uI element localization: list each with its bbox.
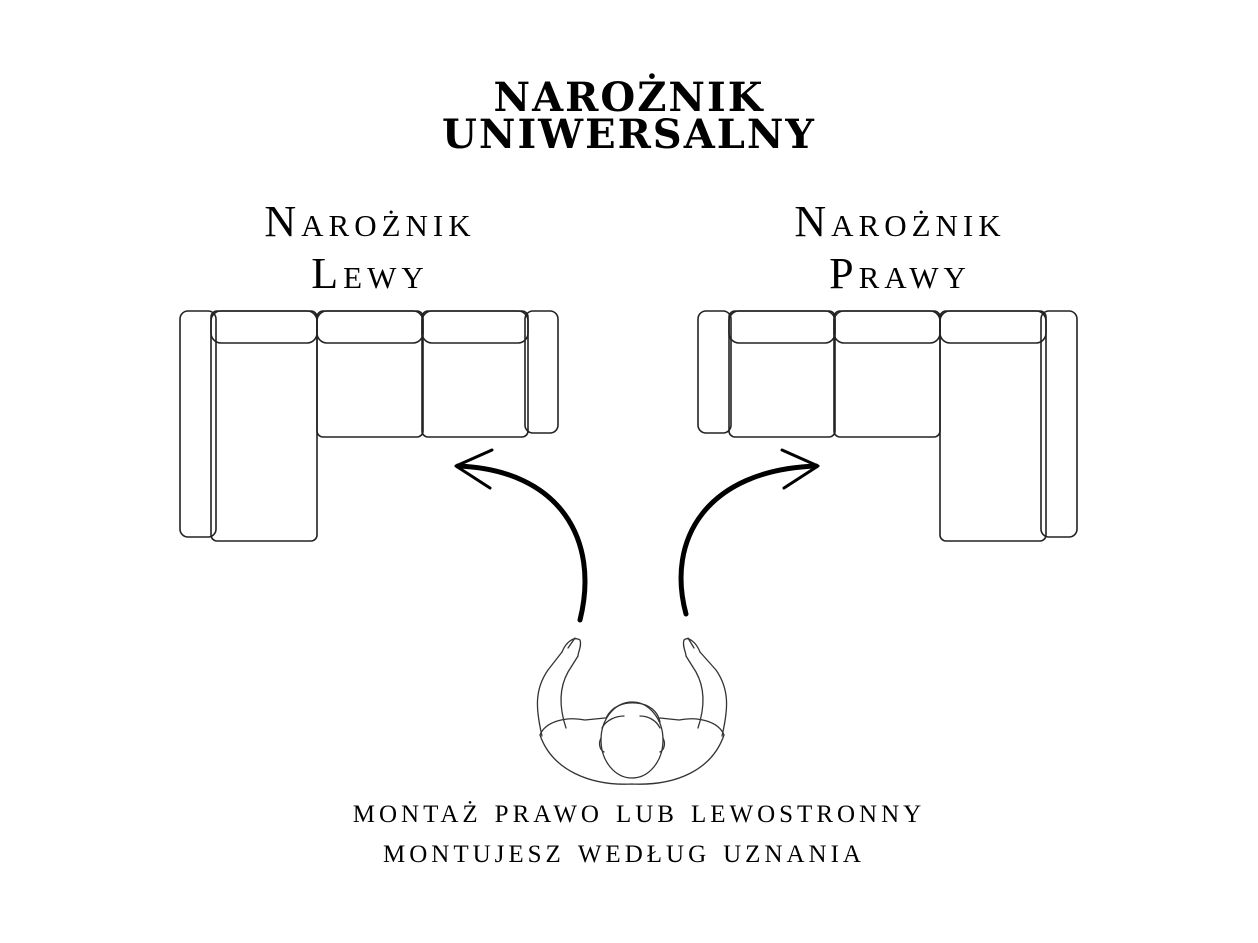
left-sofa-backrest-1: [210, 310, 318, 344]
right-sofa-backrest-3: [939, 310, 1047, 344]
right-sofa-armrest-side: [1040, 310, 1078, 538]
right-sofa-chaise: [939, 310, 1047, 542]
main-title-line-2: UNIWERSALNY: [442, 111, 816, 158]
left-sofa-seat-right: [421, 310, 529, 438]
left-sofa-seat-middle: [316, 310, 424, 438]
main-title-line-1: NAROŻNIK: [493, 74, 765, 121]
right-corner-label-line-2: Prawy: [829, 249, 971, 298]
caption-line-2: montujesz według uznania: [382, 830, 865, 870]
left-corner-label-line-1: Narożnik: [264, 197, 476, 246]
right-arrow: [678, 448, 820, 617]
caption-line-1: montaż prawo lub lewostronny: [352, 790, 926, 830]
right-sofa-seat-left: [728, 310, 836, 438]
left-corner-label-line-2: Lewy: [311, 249, 429, 298]
right-corner-sofa: [697, 310, 1078, 542]
left-sofa-chaise: [210, 310, 318, 542]
right-sofa-backrest-1: [728, 310, 836, 344]
right-corner-label-line-1: Narożnik: [794, 197, 1006, 246]
left-corner-sofa: [179, 310, 559, 542]
right-sofa-seat-middle: [833, 310, 941, 438]
left-sofa-backrest-2: [316, 310, 424, 344]
person-top-view-icon: [536, 637, 728, 785]
right-sofa-armrest-end: [697, 310, 732, 434]
left-sofa-armrest-side: [179, 310, 217, 538]
right-sofa-backrest-2: [833, 310, 941, 344]
left-sofa-backrest-3: [421, 310, 529, 344]
left-arrow: [454, 448, 588, 623]
left-sofa-armrest-end: [524, 310, 559, 434]
